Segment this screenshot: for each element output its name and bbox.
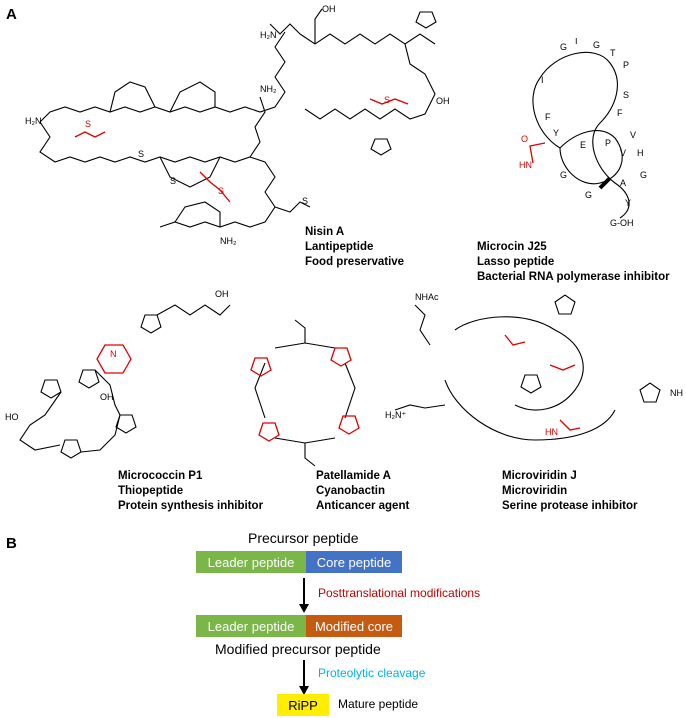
micrococcin-class: Thiopeptide [118,485,184,497]
ripp-box: RiPP [277,694,329,716]
lasso-res-f2: F [617,108,623,118]
leader-peptide-box-2: Leader peptide [196,615,306,637]
tail-oh-2: OH [436,96,450,106]
panel-a-letter: A [6,6,17,23]
microviridin-nh-label: NH [670,388,683,398]
caption-patellamide: Patellamide A Cyanobactin Anticancer age… [316,469,409,514]
nisin-ring-d [174,201,221,227]
lasso-res-g5: G [560,170,567,180]
caption-microviridin: Microviridin J Microviridin Serine prote… [502,469,637,514]
nisin-s-1: S [138,149,144,159]
nisin-s-2: S [170,176,176,186]
nisin-class: Lantipeptide [305,241,374,253]
lasso-res-f: F [545,112,551,122]
ptm-label: Posttranslational modifications [318,586,481,600]
lasso-loop [532,51,630,219]
microcin-class: Lasso peptide [477,256,555,268]
nisin-ring-a [109,81,156,113]
cleavage-label: Proteolytic cleavage [318,666,426,680]
lasso-res-a: A [620,178,626,188]
microviridin-h2n-label: H₂N⁺ [385,410,406,420]
microviridin-structure: NHAc H₂N⁺ NH HN [385,292,683,441]
tail-oh-label: OH [322,4,336,14]
lasso-res-i2: I [541,75,544,85]
patellamide-structure [250,319,360,467]
lasso-res-g2: G [593,40,600,50]
nisin-backbone-upper [39,31,286,123]
microviridin-hn-red: HN [545,427,558,437]
nisin-s-met: S [302,196,308,206]
patellamide-name: Patellamide A [316,470,391,482]
micrococcin-structure: OH HO OH N [5,289,231,459]
lasso-res-p2: P [605,138,611,148]
lasso-res-t: T [610,48,616,58]
nisin-tail-structure: H₂N OH S OH [260,4,450,156]
micrococcin-ho-label: HO [5,412,19,422]
modified-precursor-title: Modified precursor peptide [215,641,381,657]
lasso-res-y: Y [553,128,559,138]
nisin-ring-c [159,156,221,188]
lasso-res-s: S [623,90,629,100]
nisin-lanthionine-2 [199,171,231,203]
patellamide-class: Cyanobactin [316,485,386,497]
tail-s-red: S [384,95,390,105]
lasso-res-p: P [623,60,629,70]
lasso-hn-label: HN [519,160,532,170]
micrococcin-oh2-label: OH [100,392,114,402]
lasso-res-v2: V [620,148,626,158]
lasso-res-goh: G-OH [610,218,634,228]
nisin-nh2-lys-label: NH₂ [260,84,277,94]
micrococcin-oh-label: OH [215,289,229,299]
arrow-down-2 [299,660,309,695]
micrococcin-n-red: N [110,349,117,359]
modified-core-box: Modified core [306,615,402,637]
nisin-use: Food preservative [305,256,405,268]
core-peptide-box: Core peptide [306,551,402,573]
nisin-nh2-label: NH₂ [220,236,237,246]
caption-nisin: Nisin A Lantipeptide Food preservative [305,225,404,270]
nisin-h2n-label: H₂N [25,116,42,126]
tail-h2n-label: H₂N [260,30,277,40]
nisin-s-red-1: S [85,119,91,129]
lasso-o-label: O [521,134,528,144]
lasso-res-h: H [637,148,644,158]
lasso-res-g4: G [585,190,592,200]
microcin-lasso-structure: G I G T P I S F F Y V H A G Y G G E P V … [519,38,647,228]
nisin-backbone-lower [39,121,276,228]
lasso-res-v: V [630,130,636,140]
lasso-res-g: G [560,42,567,52]
lasso-res-y2: Y [625,198,631,208]
lasso-res-g3: G [640,170,647,180]
patellamide-use: Anticancer agent [316,500,410,512]
nisin-name: Nisin A [305,226,345,238]
leader-peptide-box: Leader peptide [196,551,306,573]
microviridin-class: Microviridin [502,485,568,497]
microcin-name: Microcin J25 [477,241,547,253]
lasso-res-i: I [575,38,578,46]
micrococcin-name: Micrococcin P1 [118,470,203,482]
nisin-lys-chain [249,96,266,158]
micrococcin-use: Protein synthesis inhibitor [118,500,264,512]
arrow-down-1 [299,578,309,613]
nisin-structure: H₂N NH₂ NH₂ S S S S S [25,31,311,246]
precursor-title: Precursor peptide [248,530,359,546]
nisin-ring-b [169,81,216,113]
lasso-res-e: E [580,140,586,150]
caption-micrococcin: Micrococcin P1 Thiopeptide Protein synth… [118,469,263,514]
microviridin-name: Microviridin J [502,470,577,482]
nisin-s-red-2: S [218,186,224,196]
panel-b-letter: B [6,535,17,552]
lasso-ring [559,130,623,185]
microviridin-nhac-label: NHAc [415,292,439,302]
caption-microcin: Microcin J25 Lasso peptide Bacterial RNA… [477,240,670,285]
nisin-met-chain [274,201,311,213]
microcin-use: Bacterial RNA polymerase inhibitor [477,271,670,283]
nisin-lanthionine-1 [74,131,106,138]
mature-peptide-label: Mature peptide [338,697,419,711]
microviridin-use: Serine protease inhibitor [502,500,638,512]
